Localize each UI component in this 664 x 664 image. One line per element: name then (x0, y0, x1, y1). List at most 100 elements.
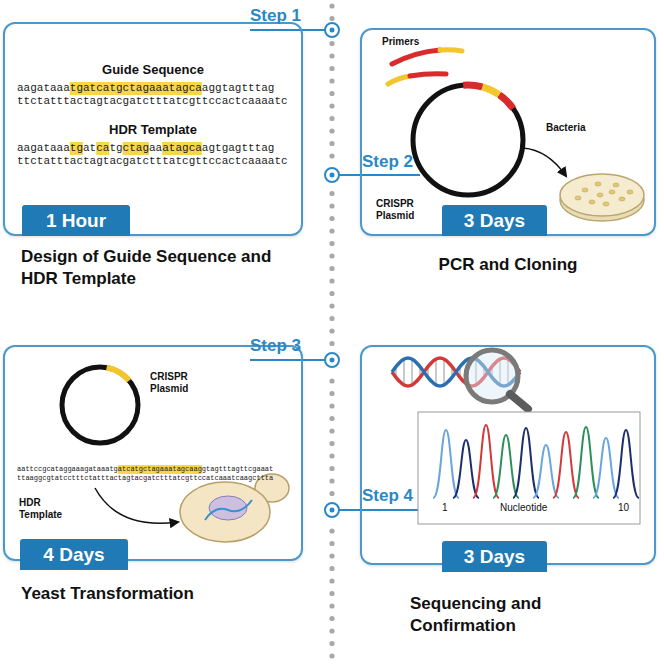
step-label: Step 2 (362, 152, 413, 172)
plasmid-ring (62, 367, 138, 443)
step-marker-dot (330, 173, 335, 178)
plasmid-insert (482, 87, 499, 95)
plasmid-insert (500, 95, 514, 109)
timeline-dot (329, 41, 334, 46)
part-label: Bacteria (546, 122, 606, 134)
step-marker (325, 23, 339, 37)
timeline-dot (329, 116, 334, 121)
chromatogram-peak (493, 435, 519, 498)
pcr-cloning-art (388, 50, 644, 221)
transfer-arrow (523, 148, 566, 176)
primer (440, 50, 462, 51)
plasmid-insert (463, 85, 482, 87)
yeast-transformation-art (62, 367, 289, 542)
sequencing-art (392, 350, 640, 524)
chromatogram-peak (433, 430, 459, 498)
yeast-cell (180, 482, 270, 542)
timeline-dot (329, 78, 334, 83)
timeline-dot (329, 603, 334, 608)
duration-text: 3 Days (442, 205, 547, 236)
timeline-dot (329, 291, 334, 296)
timeline-dot (329, 328, 334, 333)
step-marker-dot (330, 508, 335, 513)
timeline-dot (329, 53, 334, 58)
timeline-dot (329, 278, 334, 283)
timeline-dot (329, 616, 334, 621)
part-label: Primers (382, 36, 442, 48)
colony (609, 190, 615, 194)
step-marker (325, 168, 339, 182)
timeline-dot (329, 191, 334, 196)
primer (392, 50, 440, 64)
chromatogram-frame (418, 412, 640, 524)
axis-label: 1 (442, 502, 462, 514)
colonies (575, 182, 633, 206)
timeline-dot (329, 216, 334, 221)
step-leader (250, 29, 325, 31)
duration-text: 1 Hour (22, 205, 130, 236)
step-marker-dot (330, 358, 335, 363)
colony (603, 202, 609, 206)
sequence-text: ttaaggcgtatcctttctatttactagtacgatctttatc… (17, 474, 297, 483)
colony (597, 193, 603, 197)
magnifier-handle (510, 394, 528, 409)
sequence-heading: Guide Sequence (5, 62, 301, 78)
duration-text: 4 Days (20, 539, 128, 570)
timeline-dot (329, 553, 334, 558)
step-marker-dot (330, 28, 335, 33)
chromatogram-peak (533, 445, 559, 498)
colony (619, 197, 625, 201)
helix-rung (403, 359, 405, 385)
timeline-dot (329, 566, 334, 571)
timeline-dot (329, 391, 334, 396)
part-label: CRISPR Plasmid (150, 371, 200, 395)
colony (613, 183, 619, 187)
step-caption: Sequencing and Confirmation (410, 593, 610, 637)
step-panel: 110NucleotideSequencing and Confirmation… (360, 345, 656, 565)
helix-rung (435, 359, 437, 385)
part-label: CRISPR Plasmid (376, 198, 426, 222)
chromatogram-peak (513, 428, 539, 498)
yeast-dna (205, 500, 252, 520)
step-leader (339, 509, 420, 511)
timeline-dot (329, 591, 334, 596)
chromatogram-peaks (433, 425, 639, 498)
timeline-dot (329, 153, 334, 158)
step-caption: PCR and Cloning (362, 254, 654, 276)
yeast-nucleus (209, 496, 247, 520)
part-label: HDR Template (19, 497, 74, 521)
timeline-dot (329, 428, 334, 433)
timeline-dot (329, 641, 334, 646)
sequence-text: aagataaatgatcatgctagaaatagcaaggtagtttag (17, 82, 297, 95)
timeline-dot (329, 541, 334, 546)
timeline-dot (329, 141, 334, 146)
axis-label: 10 (618, 502, 642, 514)
timeline-dot (329, 253, 334, 258)
sequence-text: aagataaatgatcatgctagaaatagcaagtgagtttag (17, 142, 297, 155)
step-panel: Guide Sequence aagataaatgatcatgctagaaatag… (3, 22, 303, 236)
timeline-dot (329, 266, 334, 271)
step-marker (325, 503, 339, 517)
helix-rung (443, 359, 445, 385)
timeline-dot (329, 653, 334, 658)
colony (627, 190, 633, 194)
transfer-arrow (95, 488, 178, 523)
plasmid-insert (107, 368, 130, 381)
chromatogram-peak (553, 432, 579, 498)
step-panel: CRISPR Plasmidaattccgcataggaaagataaatgat… (3, 345, 303, 561)
step-leader (339, 174, 420, 176)
timeline-dot (329, 491, 334, 496)
timeline-dot (329, 228, 334, 233)
colony (595, 182, 601, 186)
timeline-dot (329, 91, 334, 96)
timeline-dot (329, 316, 334, 321)
chromatogram-peak (453, 440, 479, 498)
timeline-dot (329, 341, 334, 346)
sequence-text: ttctatttactagtacgatctttatcgttccactcaaaat… (17, 95, 297, 108)
sequence-text: ttctatttactagtacgatctttatcgttccactcaaaat… (17, 155, 297, 168)
timeline-dot (329, 66, 334, 71)
duration-tab: 3 Days (442, 541, 547, 572)
helix-rung (411, 359, 413, 385)
step-caption: Yeast Transformation (21, 583, 301, 605)
petri-dish (560, 174, 644, 216)
